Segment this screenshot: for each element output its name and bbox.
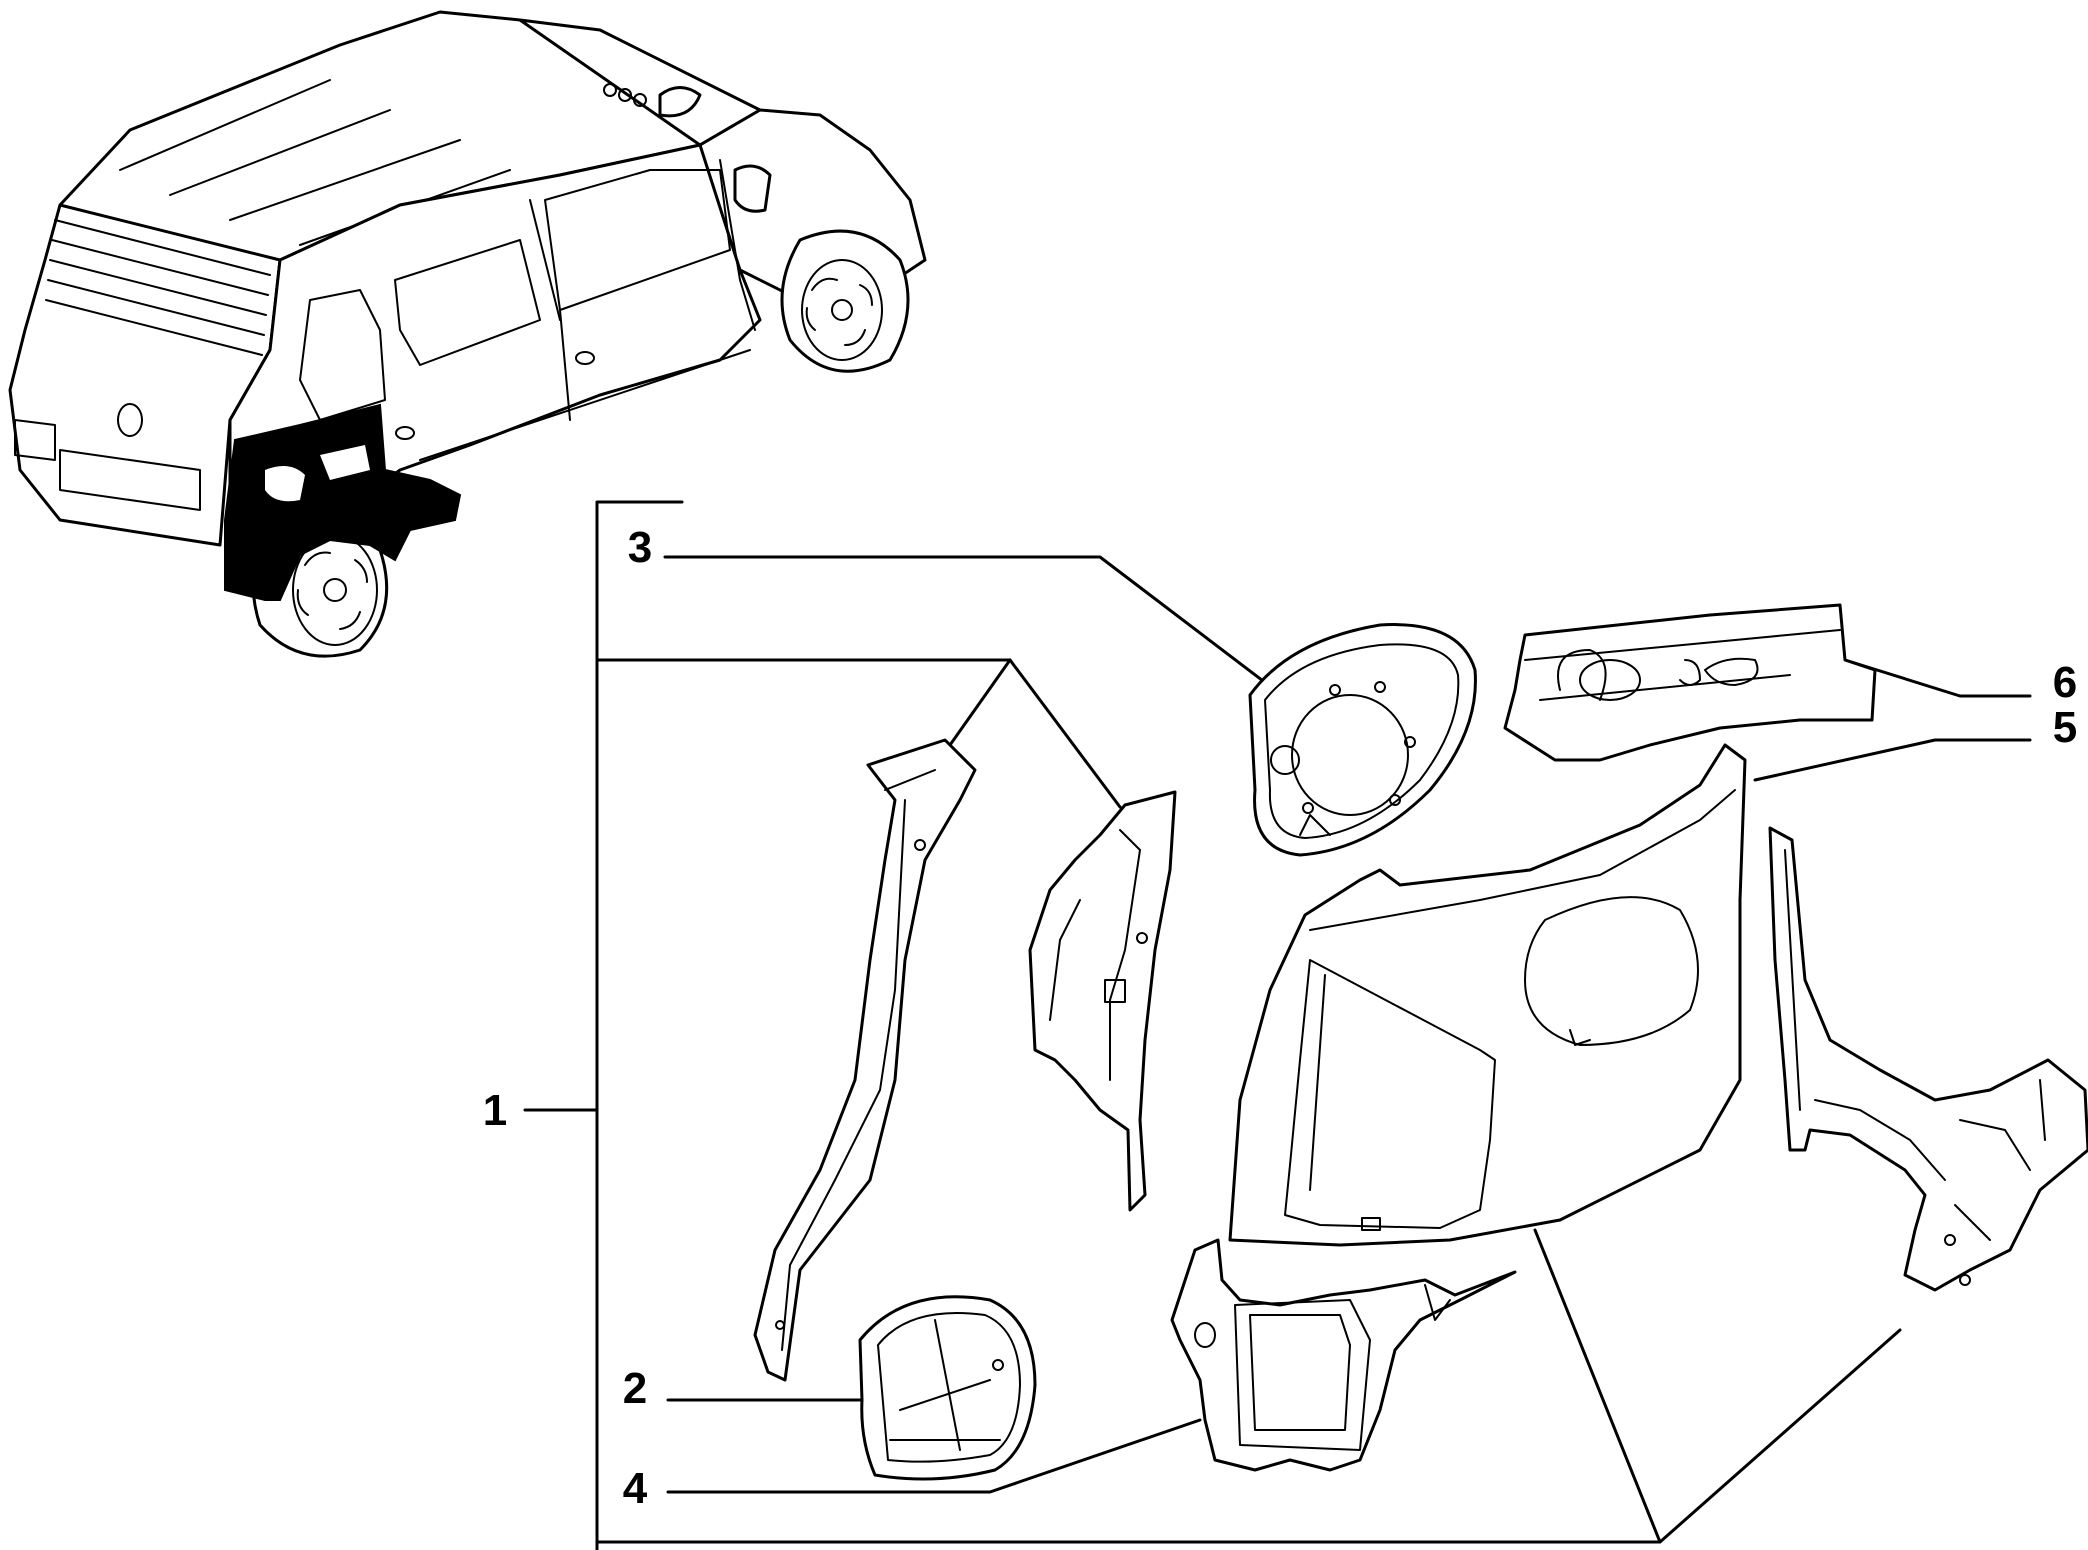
callout-4: 4 [623, 1464, 648, 1513]
group-bracket-part-1 [523, 500, 1662, 1550]
part-pillar-reinforcement [1028, 790, 1177, 1212]
part-rear-pillar-inner [753, 738, 977, 1382]
callout-3: 3 [628, 523, 652, 572]
callout-labels: 1 2 3 4 5 6 [483, 523, 2077, 1513]
part-5-quarter-panel [1228, 743, 1747, 1247]
part-6-rear-crossmember [1503, 603, 1877, 762]
part-3-wheelhouse-cover [1248, 623, 1477, 857]
car-overview-illustration [8, 10, 927, 658]
part-4-lower-closing-panel [1170, 1238, 1517, 1472]
leader-lines [663, 555, 2032, 1544]
callout-5: 5 [2053, 703, 2077, 752]
callout-1: 1 [483, 1086, 507, 1135]
callout-2: 2 [623, 1364, 647, 1413]
callout-6: 6 [2053, 658, 2077, 707]
part-2-rear-wheel-arch-front-section [858, 1295, 1037, 1481]
part-inner-wheel-arch [1768, 826, 2088, 1292]
highlighted-rear-quarter-area [224, 403, 462, 601]
